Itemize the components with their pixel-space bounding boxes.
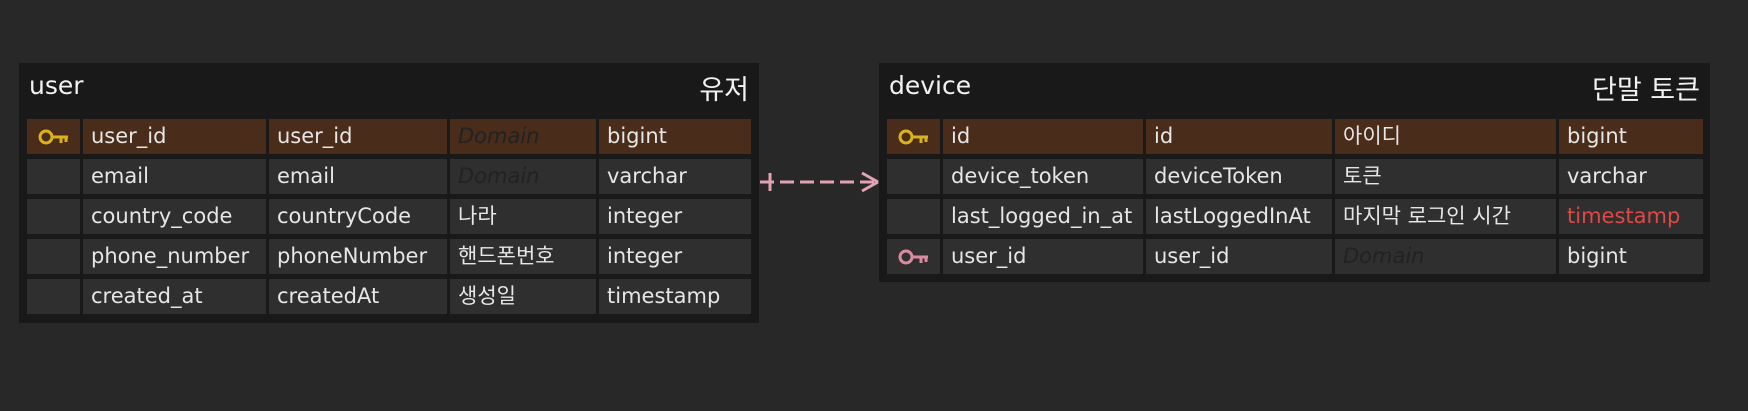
column-domain: Domain [450,119,596,154]
column-row[interactable]: phone_number phoneNumber 핸드폰번호 integer [19,237,759,274]
table-header: user 유저 [19,63,759,115]
column-domain: 핸드폰번호 [450,239,596,274]
column-type: timestamp [599,279,751,314]
column-type: integer [599,239,751,274]
column-domain: 토큰 [1335,159,1556,194]
key-slot [887,159,940,194]
column-row[interactable]: last_logged_in_at lastLoggedInAt 마지막 로그인… [879,197,1710,234]
column-row[interactable]: device_token deviceToken 토큰 varchar [879,157,1710,194]
table-user[interactable]: user 유저 user_id user_id Domain bigint em… [19,63,759,323]
column-domain: Domain [450,159,596,194]
key-slot [27,239,80,274]
column-type: varchar [1559,159,1703,194]
column-name: country_code [83,199,266,234]
primary-key-icon [887,119,940,154]
key-slot [27,159,80,194]
primary-key-icon [27,119,80,154]
column-row[interactable]: user_id user_id Domain bigint [879,237,1710,274]
table-name: user [29,71,84,100]
column-name: user_id [83,119,266,154]
column-logical-name: lastLoggedInAt [1146,199,1332,234]
column-logical-name: createdAt [269,279,447,314]
key-slot [27,199,80,234]
key-slot [27,279,80,314]
key-slot [887,199,940,234]
column-name: phone_number [83,239,266,274]
column-row[interactable]: email email Domain varchar [19,157,759,194]
table-name: device [889,71,972,100]
column-domain: 나라 [450,199,596,234]
column-type: integer [599,199,751,234]
column-logical-name: email [269,159,447,194]
column-domain: 마지막 로그인 시간 [1335,199,1556,234]
column-domain: Domain [1335,239,1556,274]
column-type: varchar [599,159,751,194]
many-marker-top [861,171,879,184]
column-name: created_at [83,279,266,314]
column-logical-name: countryCode [269,199,447,234]
column-logical-name: user_id [1146,239,1332,274]
column-logical-name: user_id [269,119,447,154]
column-type: bigint [1559,239,1703,274]
column-name: last_logged_in_at [943,199,1143,234]
column-type-warning: timestamp [1559,199,1703,234]
table-device[interactable]: device 단말 토큰 id id 아이디 bigint device_tok… [879,63,1710,282]
column-name: id [943,119,1143,154]
foreign-key-icon [887,239,940,274]
column-row[interactable]: country_code countryCode 나라 integer [19,197,759,234]
table-header: device 단말 토큰 [879,63,1710,115]
column-name: email [83,159,266,194]
column-type: bigint [599,119,751,154]
column-row[interactable]: id id 아이디 bigint [879,117,1710,154]
many-marker-bottom [861,180,879,193]
column-row[interactable]: user_id user_id Domain bigint [19,117,759,154]
column-domain: 아이디 [1335,119,1556,154]
column-type: bigint [1559,119,1703,154]
table-comment: 유저 [699,75,749,106]
column-logical-name: deviceToken [1146,159,1332,194]
column-name: user_id [943,239,1143,274]
column-row[interactable]: created_at createdAt 생성일 timestamp [19,277,759,314]
column-domain: 생성일 [450,279,596,314]
column-logical-name: id [1146,119,1332,154]
column-name: device_token [943,159,1143,194]
column-logical-name: phoneNumber [269,239,447,274]
table-comment: 단말 토큰 [1592,75,1700,106]
